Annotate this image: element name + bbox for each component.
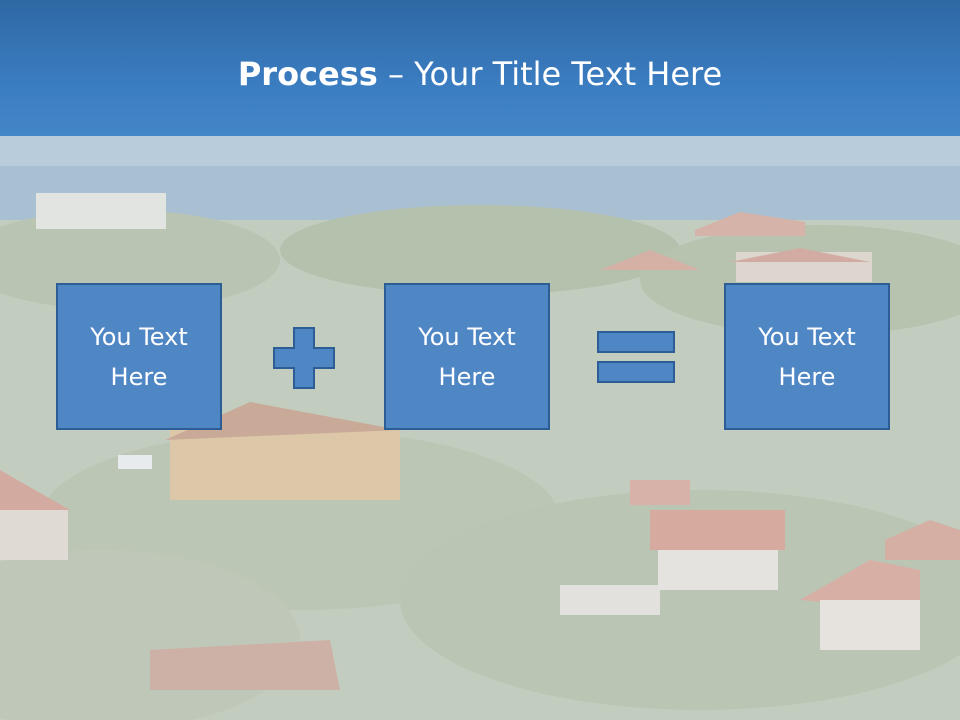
text-box-1-label: You Text Here — [90, 322, 188, 391]
title-bar — [0, 0, 960, 136]
text-box-1[interactable]: You Text Here — [56, 283, 222, 430]
plus-icon — [273, 327, 335, 389]
text-box-3[interactable]: You Text Here — [724, 283, 890, 430]
text-box-2[interactable]: You Text Here — [384, 283, 550, 430]
title-bold: Process — [237, 55, 378, 93]
equals-icon — [597, 331, 675, 383]
slide-title: Process – Your Title Text Here — [0, 52, 960, 96]
text-box-3-label: You Text Here — [758, 322, 856, 391]
title-rest: – Your Title Text Here — [377, 55, 723, 93]
text-box-2-label: You Text Here — [418, 322, 516, 391]
